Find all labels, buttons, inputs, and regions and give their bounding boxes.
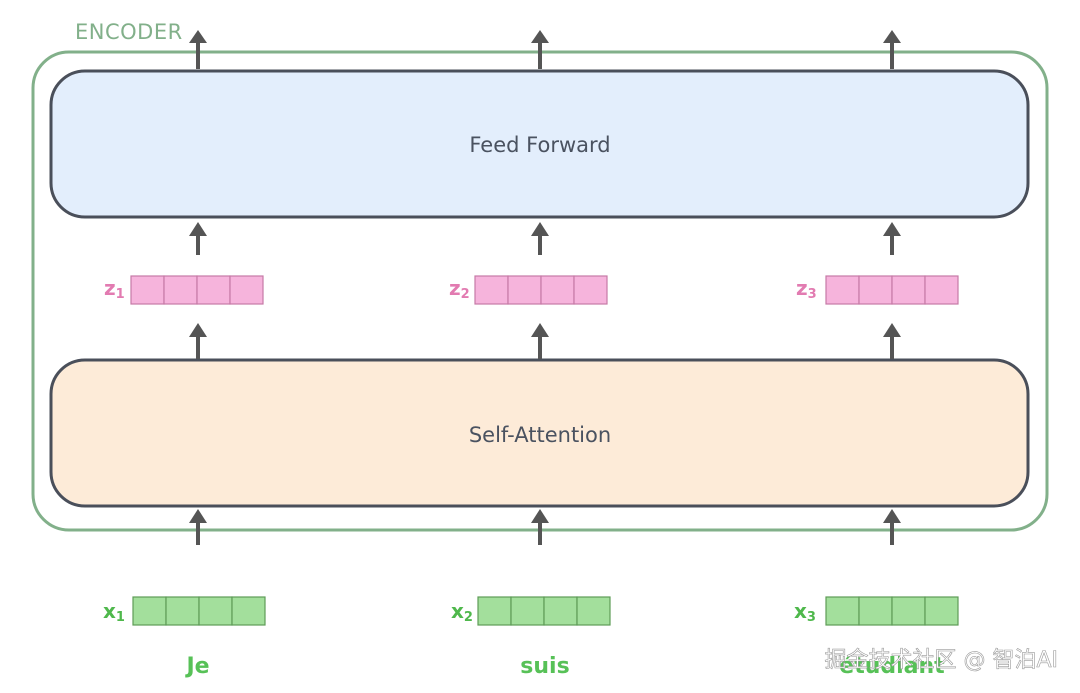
sa-to-z-arrows bbox=[189, 323, 901, 359]
word-3: étudiant bbox=[839, 654, 945, 679]
arrow-out-2 bbox=[538, 40, 542, 69]
word-1: Je bbox=[184, 654, 209, 679]
x-vector-2: x2 bbox=[451, 596, 611, 626]
z-cell bbox=[163, 275, 198, 305]
word-2: suis bbox=[520, 654, 569, 679]
x-to-sa-arrows bbox=[189, 509, 901, 545]
x-label-2: x2 bbox=[451, 599, 473, 625]
x-label-1: x1 bbox=[103, 599, 125, 625]
arrowhead-x-sa-1 bbox=[189, 509, 207, 523]
z-vector-3: z3 bbox=[796, 275, 959, 305]
arrow-out-3 bbox=[890, 40, 894, 69]
arrow-sa-z-1 bbox=[196, 334, 200, 359]
x-cell bbox=[576, 596, 611, 626]
x-cell bbox=[198, 596, 233, 626]
z-cell bbox=[858, 275, 893, 305]
arrow-z-ffn-1 bbox=[196, 233, 200, 255]
arrowhead-x-sa-2 bbox=[531, 509, 549, 523]
z-cell bbox=[924, 275, 959, 305]
arrowhead-out-2 bbox=[531, 30, 549, 43]
x-cell bbox=[891, 596, 926, 626]
arrowhead-out-1 bbox=[189, 30, 207, 43]
x-cell bbox=[858, 596, 893, 626]
x-vector-1: x1 bbox=[103, 596, 266, 626]
x-cell bbox=[477, 596, 512, 626]
arrow-out-1 bbox=[196, 40, 200, 69]
arrowhead-sa-z-2 bbox=[531, 323, 549, 337]
self-attention-block bbox=[49, 358, 1030, 508]
x-cell bbox=[543, 596, 578, 626]
z-cell bbox=[540, 275, 575, 305]
x-cell bbox=[165, 596, 200, 626]
arrowhead-x-sa-3 bbox=[883, 509, 901, 523]
arrow-z-ffn-2 bbox=[538, 233, 542, 255]
z-cell bbox=[196, 275, 231, 305]
feed-forward-block bbox=[49, 69, 1030, 219]
z-cell bbox=[573, 275, 608, 305]
z-cell bbox=[825, 275, 860, 305]
arrowhead-z-ffn-3 bbox=[883, 222, 901, 236]
arrow-x-sa-3 bbox=[890, 520, 894, 545]
arrow-x-sa-1 bbox=[196, 520, 200, 545]
x-cell bbox=[132, 596, 167, 626]
x-vector-3: x3 bbox=[794, 596, 959, 626]
arrowhead-sa-z-3 bbox=[883, 323, 901, 337]
arrow-sa-z-2 bbox=[538, 334, 542, 359]
arrowhead-out-3 bbox=[883, 30, 901, 43]
x-cell bbox=[231, 596, 266, 626]
z-vector-1: z1 bbox=[104, 275, 264, 305]
z-label-3: z3 bbox=[796, 276, 817, 302]
z-cell bbox=[229, 275, 264, 305]
z-cell bbox=[130, 275, 165, 305]
z-label-2: z2 bbox=[449, 276, 470, 302]
arrow-z-ffn-3 bbox=[890, 233, 894, 255]
output-arrows bbox=[189, 30, 901, 69]
arrowhead-z-ffn-2 bbox=[531, 222, 549, 236]
z-cell bbox=[474, 275, 509, 305]
self-attention-label: Self-Attention bbox=[469, 423, 611, 447]
arrow-x-sa-2 bbox=[538, 520, 542, 545]
arrow-sa-z-3 bbox=[890, 334, 894, 359]
z-label-1: z1 bbox=[104, 276, 125, 302]
z-cell bbox=[891, 275, 926, 305]
x-label-3: x3 bbox=[794, 599, 816, 625]
watermark: 掘金技术社区 @ 智泊AI bbox=[824, 648, 1058, 673]
z-cell bbox=[507, 275, 542, 305]
arrowhead-sa-z-1 bbox=[189, 323, 207, 337]
encoder-label: ENCODER bbox=[75, 20, 183, 44]
z-vector-2: z2 bbox=[449, 275, 608, 305]
x-cell bbox=[924, 596, 959, 626]
encoder-label-bg bbox=[66, 20, 186, 48]
x-cell bbox=[510, 596, 545, 626]
x-cell bbox=[825, 596, 860, 626]
arrowhead-z-ffn-1 bbox=[189, 222, 207, 236]
z-to-ffn-arrows bbox=[189, 222, 901, 255]
feed-forward-label: Feed Forward bbox=[469, 133, 610, 157]
